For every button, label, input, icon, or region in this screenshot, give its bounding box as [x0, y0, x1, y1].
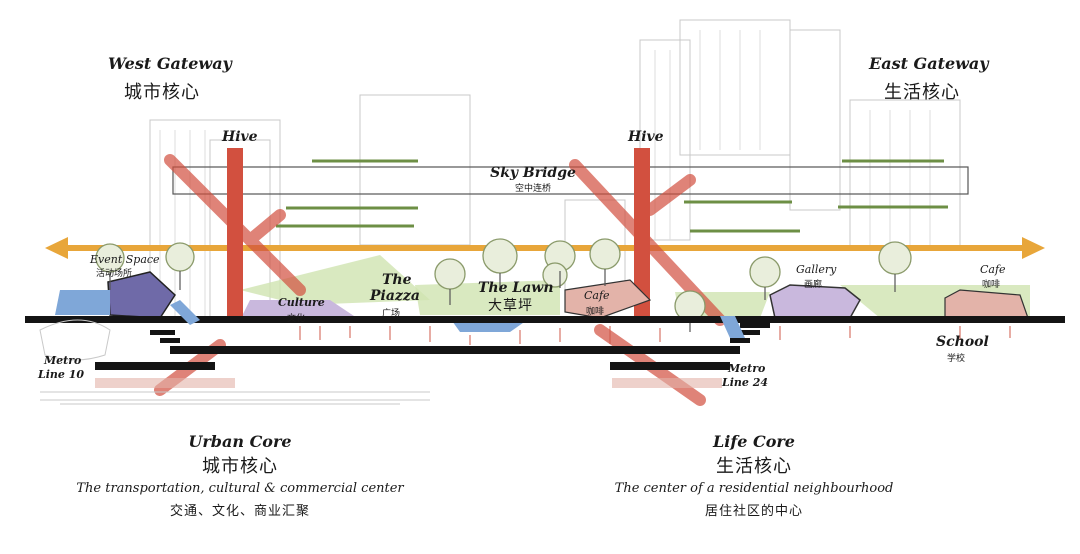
- cafe-mid-label: Cafe: [584, 289, 610, 302]
- activity-ticks: [299, 326, 1011, 345]
- cafe-mid-cn: 咖啡: [586, 307, 605, 317]
- metro-10-label-1: Metro: [44, 354, 82, 367]
- trees: [95, 238, 912, 322]
- lawn-label: The Lawn: [478, 280, 554, 296]
- building-east-1: [639, 39, 691, 241]
- building-east-2: [679, 19, 791, 156]
- culture-zone: [240, 300, 360, 320]
- west-gateway-title: West Gateway: [108, 54, 232, 73]
- lawn-cn: 大草坪: [488, 298, 533, 314]
- hive-column-west: [227, 148, 243, 320]
- urban-core-description: The transportation, cultural & commercia…: [76, 481, 404, 496]
- cafe-east-cn: 咖啡: [982, 280, 1001, 290]
- culture-label: Culture: [278, 296, 325, 309]
- sky-bridge-cn: 空中连桥: [514, 184, 551, 194]
- west-gateway-cn: 城市核心: [124, 82, 200, 103]
- metro-24-label-1: Metro: [728, 362, 766, 375]
- east-gateway-title: East Gateway: [869, 54, 989, 73]
- green-slope-west: [240, 255, 430, 305]
- event-space-label: Event Space: [90, 253, 160, 266]
- cafe-pavilion-mid: [564, 279, 652, 319]
- piazza-cn: 广场: [382, 309, 401, 319]
- axis-arrow-left: [45, 237, 68, 259]
- east-gateway-cn: 生活核心: [884, 82, 960, 103]
- building-west-2: [359, 94, 471, 246]
- life-core-description: The center of a residential neighbourhoo…: [614, 481, 894, 496]
- piazza-label-2: Piazza: [370, 288, 420, 304]
- urban-core-title: Urban Core: [188, 432, 292, 451]
- cafe-east-label: Cafe: [980, 263, 1006, 276]
- lower-deck: [170, 346, 740, 354]
- piazza-label-1: The: [382, 272, 412, 288]
- stairs: [150, 323, 770, 343]
- basement-east: [612, 378, 722, 388]
- green-terraces: [276, 159, 948, 233]
- metro-tunnel: [39, 319, 430, 405]
- event-space-cn: 活动场所: [96, 269, 133, 279]
- basement-west: [95, 378, 235, 388]
- life-core-title: Life Core: [713, 432, 795, 451]
- ground-deck: [25, 316, 1065, 323]
- life-core-cn: 生活核心: [716, 456, 792, 477]
- culture-cn: 文化: [287, 314, 306, 324]
- building-east-3: [789, 29, 841, 211]
- sky-bridge-label: Sky Bridge: [490, 165, 576, 181]
- gallery-label: Gallery: [796, 263, 837, 276]
- metro-10-label-2: Line 10: [38, 368, 85, 381]
- hive-label-west: Hive: [222, 129, 258, 145]
- school-cn: 学校: [947, 354, 966, 364]
- metro-deck-west: [95, 362, 215, 370]
- urban-core-cn: 城市核心: [202, 456, 278, 477]
- life-core-description-cn: 居住社区的中心: [704, 504, 803, 519]
- axis-arrow-right: [1022, 237, 1045, 259]
- event-space-water: [55, 290, 110, 315]
- school-label: School: [936, 334, 989, 350]
- hive-label-east: Hive: [628, 129, 664, 145]
- urban-core-description-cn: 交通、文化、商业汇聚: [169, 504, 310, 519]
- metro-24-label-2: Line 24: [722, 376, 769, 389]
- building-east-4: [849, 99, 961, 251]
- escalator-marks: [170, 300, 745, 338]
- cafe-building-east: [944, 289, 1029, 319]
- metro-deck-east: [610, 362, 730, 370]
- gallery-cn: 画廊: [804, 280, 823, 290]
